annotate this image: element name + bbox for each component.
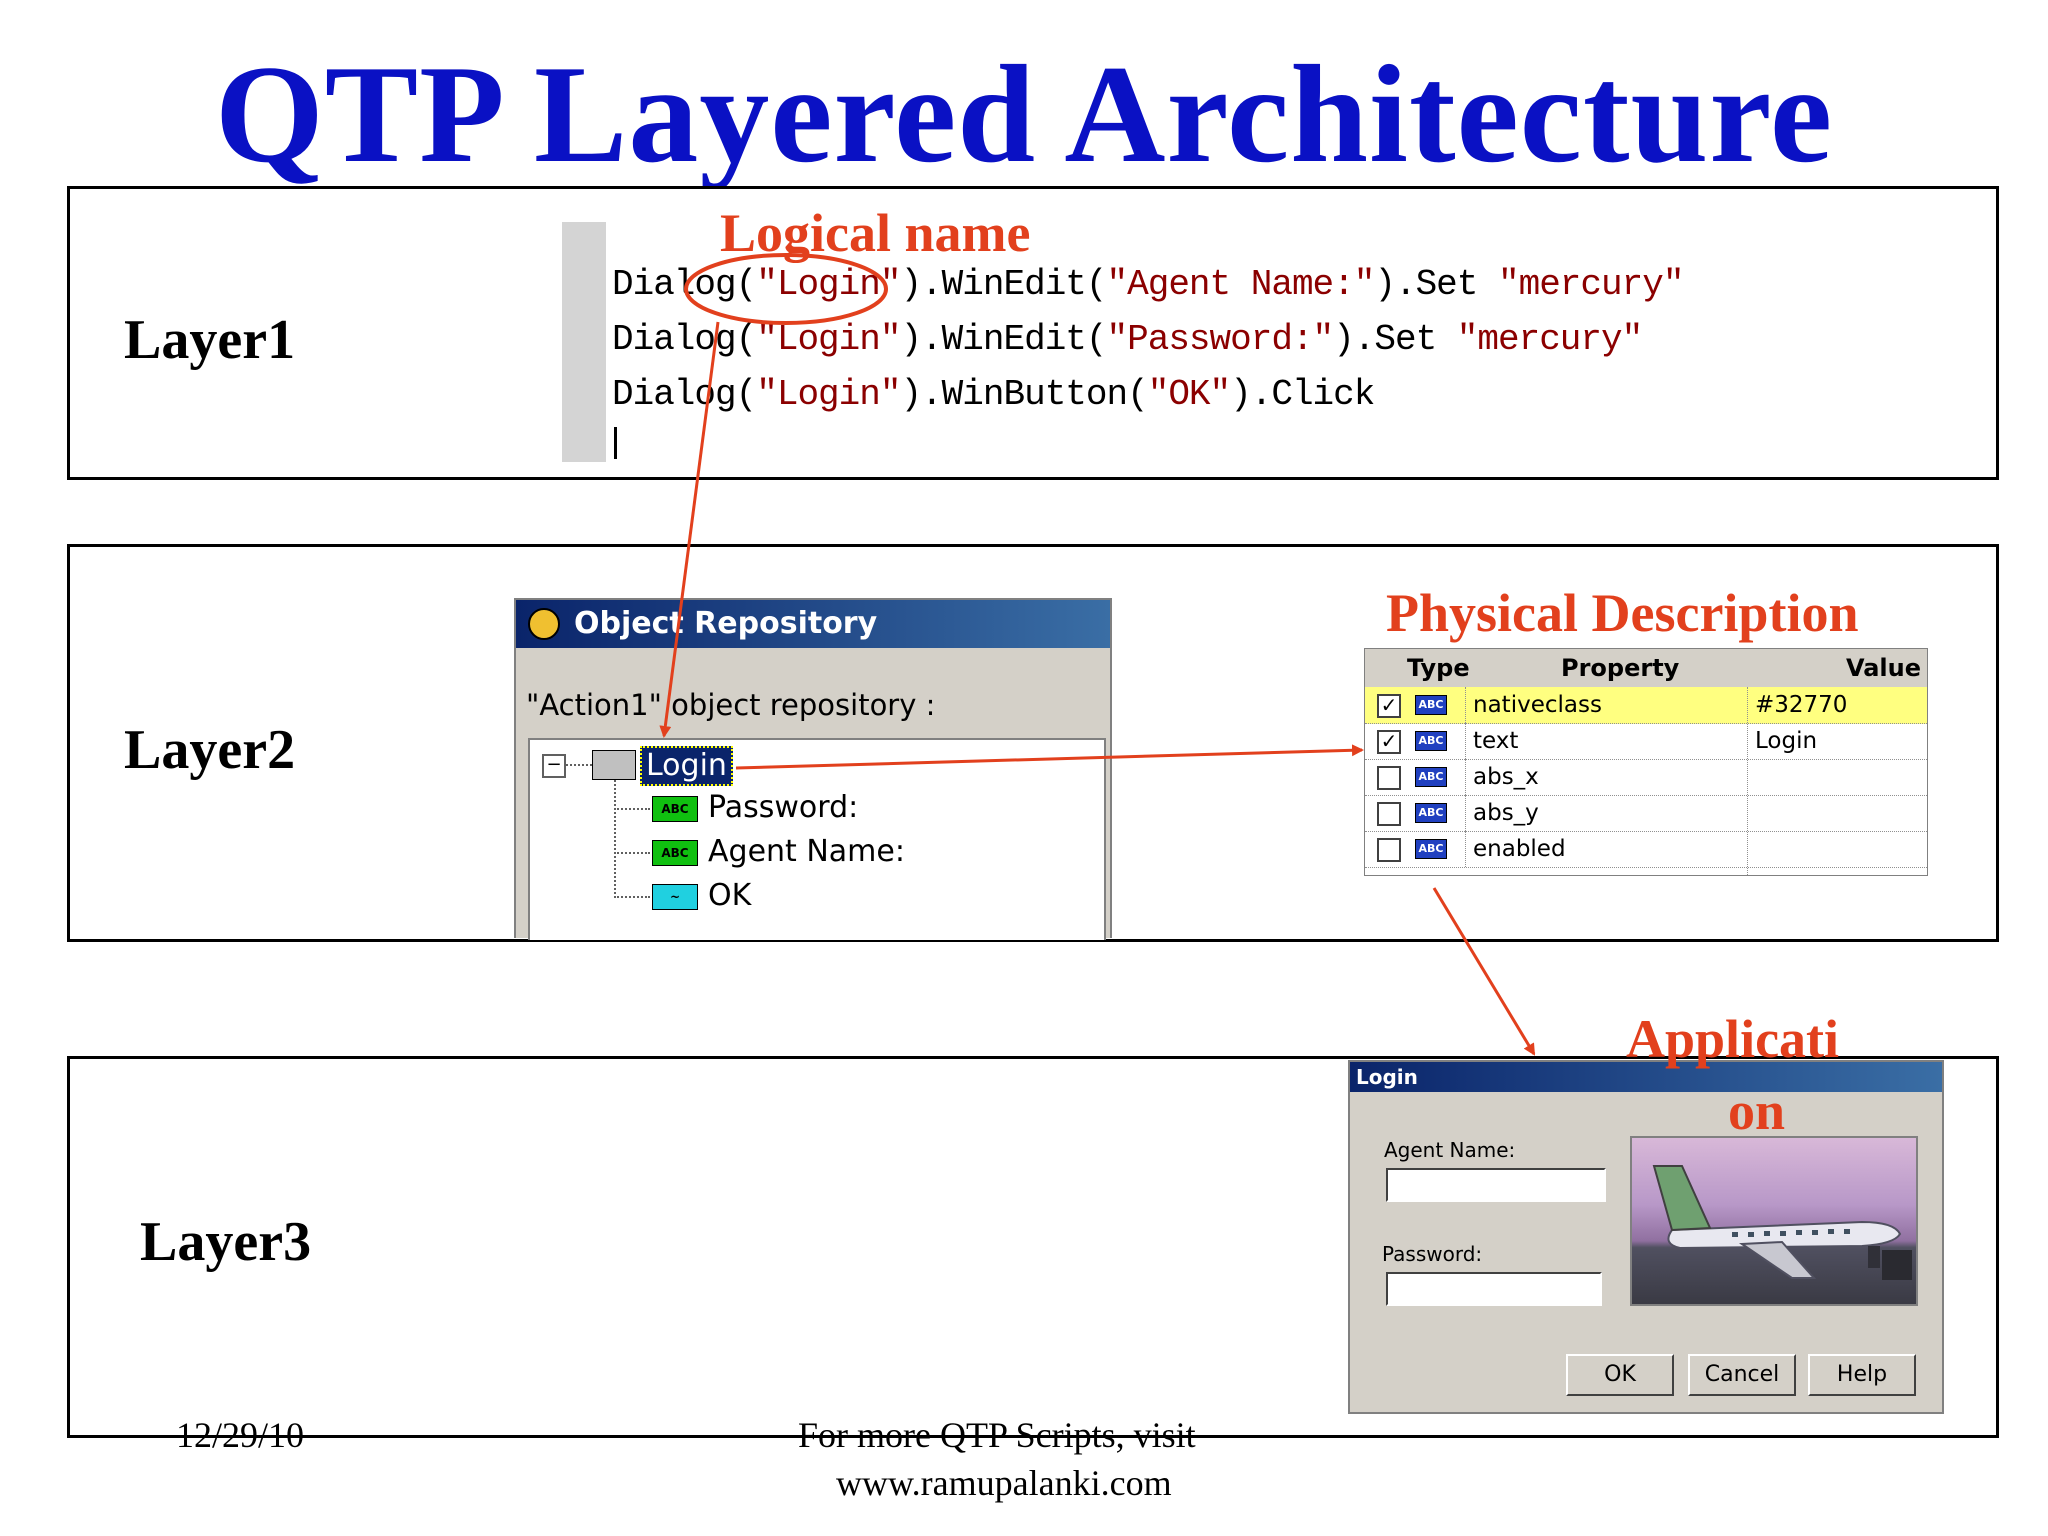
slide-title: QTP Layered Architecture [214, 37, 1834, 192]
property-checkbox[interactable]: ✓ [1377, 694, 1401, 718]
property-column-divider [1747, 687, 1748, 875]
application-callout-line1: Applicati [1626, 1009, 1840, 1069]
type-column-divider [1465, 831, 1466, 867]
object-repository-window: Object Repository "Action1" object repos… [514, 598, 1112, 940]
type-column-divider [1465, 795, 1466, 831]
code-line-1: Dialog("Login").WinEdit("Agent Name:").S… [612, 264, 1684, 305]
login-dialog-titlebar: Login [1350, 1062, 1942, 1092]
code-line-2: Dialog("Login").WinEdit("Password:").Set… [612, 319, 1643, 360]
property-name: enabled [1473, 836, 1566, 862]
repository-tree[interactable]: − Login ABC Password: ABC Agent Name: ~ … [528, 738, 1106, 940]
property-row[interactable]: ✓ ABC nativeclass #32770 [1365, 687, 1927, 724]
property-value[interactable]: Login [1755, 728, 1818, 754]
type-column-divider [1465, 723, 1466, 759]
property-name: abs_x [1473, 764, 1539, 790]
tree-connector-root [566, 764, 592, 766]
application-callout-line2: on [1728, 1081, 1786, 1141]
airplane-icon [1652, 1165, 1912, 1280]
code-gutter [562, 222, 606, 462]
property-table-header: Type Property Value [1365, 649, 1927, 688]
text-cursor [614, 427, 617, 459]
abc-type-icon: ABC [1415, 767, 1447, 787]
abc-type-icon: ABC [1415, 803, 1447, 823]
header-type: Type [1407, 654, 1470, 682]
property-checkbox[interactable] [1377, 838, 1401, 862]
property-name: text [1473, 728, 1519, 754]
repository-icon [528, 608, 560, 640]
header-property: Property [1561, 654, 1680, 682]
property-row[interactable]: ABC enabled [1365, 831, 1927, 868]
tree-connector-3 [614, 896, 650, 898]
layer1-label: Layer1 [124, 309, 296, 371]
code-line-3: Dialog("Login").WinButton("OK").Click [612, 374, 1375, 415]
button-icon: ~ [652, 884, 698, 910]
property-checkbox[interactable] [1377, 766, 1401, 790]
property-checkbox[interactable] [1377, 802, 1401, 826]
layer2-label: Layer2 [124, 719, 296, 781]
abc-type-icon: ABC [1415, 695, 1447, 715]
abc-type-icon: ABC [1415, 839, 1447, 859]
cancel-button[interactable]: Cancel [1688, 1354, 1796, 1396]
header-value: Value [1845, 654, 1921, 682]
tree-root-login[interactable]: Login [640, 746, 733, 786]
repository-caption: "Action1" object repository : [526, 688, 936, 722]
physical-description-callout: Physical Description [1386, 583, 1859, 643]
login-dialog: Login Agent Name: Password: OK Cancel He… [1348, 1060, 1944, 1414]
help-button[interactable]: Help [1808, 1354, 1916, 1396]
footer-line1: For more QTP Scripts, visit [798, 1415, 1196, 1455]
dialog-icon [592, 750, 636, 780]
property-name: abs_y [1473, 800, 1539, 826]
airplane-image [1630, 1136, 1918, 1306]
tree-child-ok[interactable]: OK [708, 878, 752, 913]
footer-date: 12/29/10 [176, 1415, 305, 1455]
property-checkbox[interactable]: ✓ [1377, 730, 1401, 754]
tree-collapse-toggle[interactable]: − [542, 754, 566, 778]
property-value[interactable]: #32770 [1755, 692, 1848, 718]
tree-connector-1 [614, 808, 650, 810]
type-column-divider [1465, 759, 1466, 795]
property-name: nativeclass [1473, 692, 1602, 718]
tree-vertical-connector [614, 780, 616, 898]
password-field[interactable] [1386, 1272, 1602, 1306]
property-table[interactable]: Type Property Value ✓ ABC nativeclass #3277… [1364, 648, 1928, 876]
property-row[interactable]: ✓ ABC text Login [1365, 723, 1927, 760]
abc-type-icon: ABC [1415, 731, 1447, 751]
edit-icon: ABC [652, 840, 698, 866]
object-repository-titlebar: Object Repository [516, 600, 1110, 648]
property-row[interactable]: ABC abs_y [1365, 795, 1927, 832]
logical-name-callout: Logical name [720, 203, 1031, 263]
agent-name-label: Agent Name: [1384, 1138, 1516, 1162]
layer3-label: Layer3 [140, 1211, 312, 1273]
property-row[interactable]: ABC abs_x [1365, 759, 1927, 796]
ok-button[interactable]: OK [1566, 1354, 1674, 1396]
tree-connector-2 [614, 852, 650, 854]
password-label: Password: [1382, 1242, 1483, 1266]
agent-name-field[interactable] [1386, 1168, 1606, 1202]
type-column-divider [1465, 687, 1466, 723]
tree-child-agent-name[interactable]: Agent Name: [708, 834, 905, 869]
footer-link[interactable]: www.ramupalanki.com [836, 1463, 1172, 1503]
tree-child-password[interactable]: Password: [708, 790, 859, 825]
object-repository-title: Object Repository [574, 606, 878, 641]
edit-icon: ABC [652, 796, 698, 822]
